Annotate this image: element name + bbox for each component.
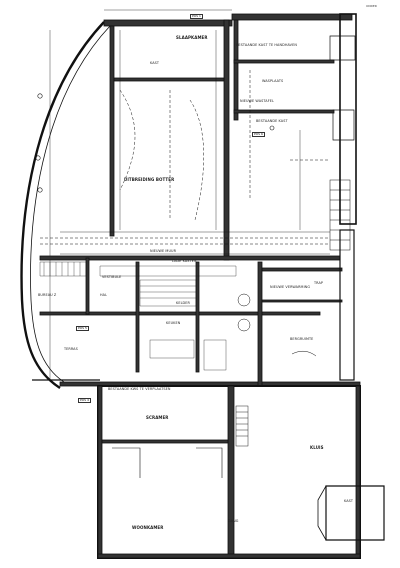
room-label-bergruimte: BERGRUIMTE	[290, 337, 314, 341]
note-nieuwe-verwarming: NIEUWE VERWARMING	[270, 285, 311, 289]
room-label-keuken: KEUKEN	[166, 321, 181, 325]
room-label-terras: TERRAS	[64, 347, 78, 351]
room-label-vestibule: VESTIBULE	[102, 275, 122, 279]
room-label-kast-rechts: KAST	[344, 499, 354, 503]
room-label-washoek: WASPLAATS	[262, 79, 284, 83]
top-wall	[103, 19, 233, 27]
note-bestaande-kast: BESTAANDE KAST TE HANDHAVEN	[236, 43, 297, 47]
curved-facade-wall	[20, 21, 105, 390]
note-lage-kasten: LAGE KASTEN	[172, 259, 197, 263]
position-tag-4: POS 4	[78, 398, 91, 404]
room-label-buro: BUREAU Z	[38, 293, 57, 297]
note-nieuwe-wastafel: NIEUWE WASTAFEL	[240, 99, 274, 103]
corner-label-right: ONDER	[366, 4, 377, 8]
note-kws-verplaatsen: BESTAANDE KWS TE VERPLAATSEN	[108, 387, 171, 391]
room-label-kamer-links: SCRAMER	[146, 415, 169, 420]
room-label-kamer-rechts: KLUIS	[310, 445, 324, 450]
room-label-bestaande-kast: BESTAANDE KAST	[256, 119, 288, 123]
position-tag-5: POS 5	[76, 326, 89, 332]
room-label-trap: TRAP	[314, 281, 324, 285]
position-tag-6: POS 6	[252, 132, 265, 138]
room-label-uitbreiding: UITBREIDING BOTTER	[124, 177, 175, 182]
position-tag-1: POS 1	[190, 14, 203, 20]
room-label-kast: KAST	[150, 61, 160, 65]
room-label-woonkamer: WOONKAMER	[132, 525, 164, 530]
room-label-hal: HAL	[100, 293, 108, 297]
room-label-gang: GANG	[228, 519, 239, 523]
room-label-kelder: KELDER	[176, 301, 190, 305]
note-nieuwe-muur: NIEUWE MUUR	[150, 249, 177, 253]
room-label-slaapkamer: SLAAPKAMER	[176, 35, 208, 40]
